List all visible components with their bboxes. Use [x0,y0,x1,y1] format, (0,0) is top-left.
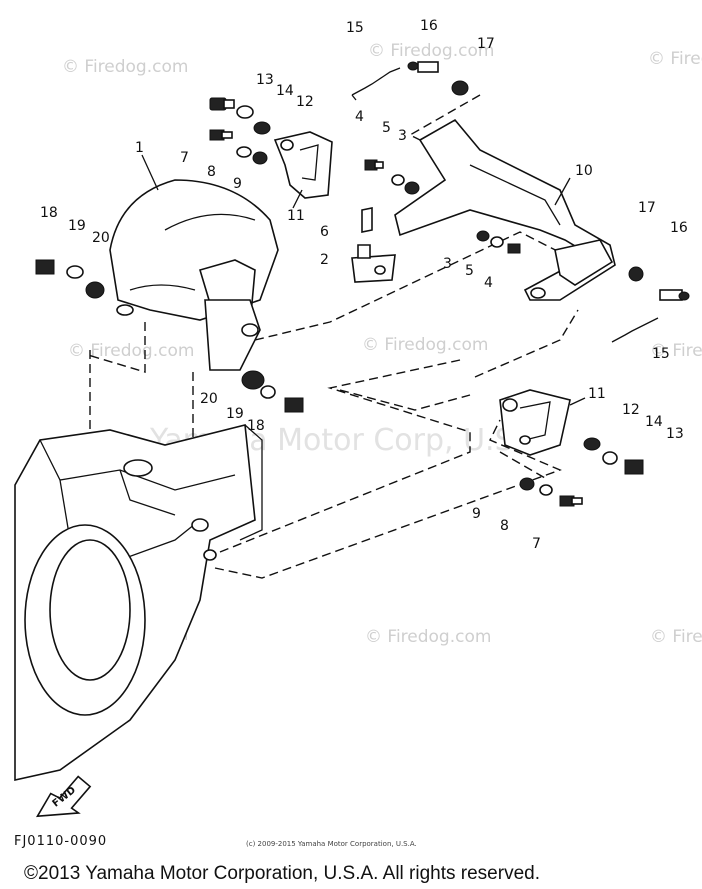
callout-16: 16 [670,220,688,236]
callout-7: 7 [180,150,189,166]
callout-13: 13 [256,72,274,88]
callout-19: 19 [68,218,86,234]
hardware-upper [35,61,690,343]
callout-3: 3 [398,128,407,144]
figure-code: FJ0110-0090 [14,834,107,849]
callout-1: 1 [135,140,144,156]
callout-7: 7 [532,536,541,552]
hardware-lower [241,370,644,507]
callout-labels: 15 16 17 13 14 12 4 5 3 7 8 9 1 11 10 6 … [40,18,688,552]
callout-15: 15 [346,20,364,36]
fwd-arrow-icon: FWD [35,775,92,818]
callout-19: 19 [226,406,244,422]
callout-12: 12 [622,402,640,418]
callout-11: 11 [287,208,305,224]
callout-17: 17 [477,36,495,52]
callout-9: 9 [472,506,481,522]
callout-2: 2 [320,252,329,268]
callout-12: 12 [296,94,314,110]
nozzle-cover-part [109,179,279,371]
watermark: © Firedog.com [368,41,494,61]
bracket-part [394,118,616,301]
callout-3: 3 [443,256,452,272]
callout-14: 14 [645,414,663,430]
watermark: © Firedog.com [648,49,702,69]
callout-6: 6 [320,224,329,240]
small-copyright: (c) 2009-2015 Yamaha Motor Corporation, … [246,840,417,848]
clamp-part [351,207,396,283]
callout-9: 9 [233,176,242,192]
callout-10: 10 [575,163,593,179]
callout-20: 20 [200,391,218,407]
callout-5: 5 [382,120,391,136]
callout-8: 8 [500,518,509,534]
callout-11: 11 [588,386,606,402]
callout-13: 13 [666,426,684,442]
callout-4: 4 [484,275,493,291]
watermark: © Firedog.com [365,627,491,647]
callout-18: 18 [247,418,265,434]
callout-8: 8 [207,164,216,180]
callout-20: 20 [92,230,110,246]
leader-lines [141,154,586,406]
lever-lower [499,389,571,456]
watermark: © Firedog.com [650,341,702,361]
callout-16: 16 [420,18,438,34]
callout-17: 17 [638,200,656,216]
watermark: © Firedog.com [650,627,702,647]
callout-18: 18 [40,205,58,221]
callout-5: 5 [465,263,474,279]
watermark: © Firedog.com [362,335,488,355]
callout-15: 15 [652,346,670,362]
assembly-guide-lines [87,94,579,579]
watermark: © Firedog.com [62,57,188,77]
callout-14: 14 [276,83,294,99]
footer-copyright: ©2013 Yamaha Motor Corporation, U.S.A. A… [24,863,540,884]
lever-upper [273,131,333,199]
hull-assembly [14,424,263,781]
callout-4: 4 [355,109,364,125]
watermark: © Firedog.com [68,341,194,361]
